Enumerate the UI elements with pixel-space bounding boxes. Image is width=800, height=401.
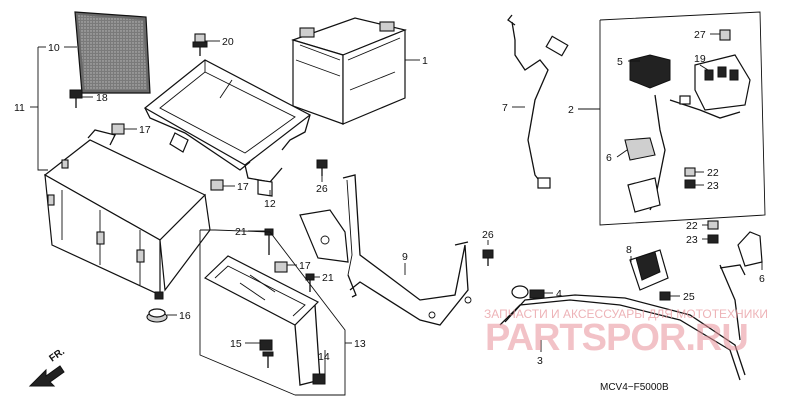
callout-20: 20 [222,36,234,48]
callout-22-a: 22 [707,167,719,179]
part-20-bolt [192,33,208,56]
callout-7: 7 [502,102,508,114]
watermark-caption: ЗАПЧАСТИ И АКСЕССУАРЫ ДЛЯ МОТОТЕХНИКИ [484,307,768,321]
part-1-battery [291,17,407,125]
part-9-bracket [299,174,472,326]
callout-14: 14 [318,351,330,363]
front-direction-label: FR. [47,346,67,364]
callout-4: 4 [556,288,562,300]
callout-17-c: 17 [299,260,311,272]
callout-23-a: 23 [707,180,719,192]
watermark: ЗАПЧАСТИ И АКСЕССУАРЫ ДЛЯ МОТОТЕХНИКИ PA… [484,307,768,359]
callout-23-b: 23 [686,234,698,246]
callout-labels: 10 11 18 20 1 17 17 12 26 16 21 17 21 13… [14,29,765,367]
part-7-wire [507,14,569,189]
front-direction-arrow: FR. [28,346,67,387]
callout-25: 25 [683,291,695,303]
callout-17-a: 17 [139,124,151,136]
part-25-bolt [659,291,671,301]
callout-21-b: 21 [322,272,334,284]
callout-1: 1 [422,55,428,67]
callout-6-b: 6 [759,273,765,285]
callout-17-b: 17 [237,181,249,193]
part-12-battery-tray [143,59,312,197]
part-11-battery-case [43,129,211,300]
callout-16: 16 [179,310,191,322]
callout-26-b: 26 [482,229,494,241]
callout-6-a: 6 [606,152,612,164]
callout-22-b: 22 [686,220,698,232]
diagram-code: MCV4−F5000B [600,382,669,393]
callout-5: 5 [617,56,623,68]
part-15-collar [259,339,273,351]
callout-2: 2 [568,104,574,116]
callout-18: 18 [96,92,108,104]
part-10-battery-pad [74,11,151,94]
part-18-bolt [69,89,83,108]
part-13-holder-plate [203,228,321,386]
callout-11: 11 [14,102,25,114]
callout-10: 10 [48,42,60,54]
part-8-starter-relay [629,249,669,291]
callout-12: 12 [264,198,276,210]
part-3-cable [499,264,746,381]
callout-27: 27 [694,29,706,41]
part-4-bolt [529,289,545,299]
callout-21-a: 21 [235,226,247,238]
callout-8: 8 [626,244,632,256]
callout-19: 19 [694,53,706,65]
part-2-relay-group [599,11,766,226]
callout-13: 13 [354,338,366,350]
part-26-bolts [316,159,494,266]
leader-lines [30,33,763,396]
callout-15: 15 [230,338,242,350]
callout-9: 9 [402,251,408,263]
part-16-cushion [146,308,168,323]
part-14-bolt [262,351,326,385]
callout-26-a: 26 [316,183,328,195]
watermark-brand: PARTSPOR.RU [485,317,748,359]
part-6-lower-cap [719,231,763,276]
part-22-23-lower-nuts [707,220,719,244]
callout-3: 3 [537,355,543,367]
